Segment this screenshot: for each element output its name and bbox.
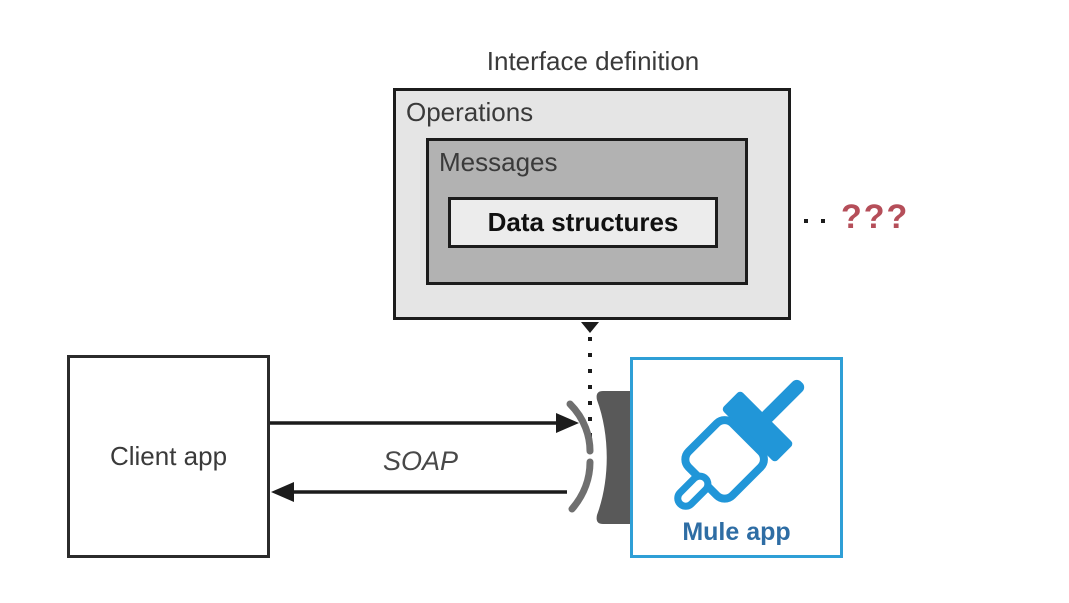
data-structures-label: Data structures: [487, 207, 679, 237]
client-app-box: Client app: [67, 355, 270, 558]
protocol-label: SOAP: [383, 446, 459, 476]
request-arrowhead-icon: [556, 413, 579, 433]
endpoint-plug-curve-top: [566, 400, 594, 455]
diagram-title: Interface definition: [486, 46, 700, 76]
mule-app-label: Mule app: [682, 518, 791, 546]
response-arrowhead-icon: [271, 482, 294, 502]
data-structures-box: Data structures: [448, 197, 718, 248]
operations-label: Operations: [406, 97, 534, 127]
client-app-label: Client app: [109, 441, 228, 471]
mule-app-box: Mule app: [630, 357, 843, 558]
mule-logo-handle: [761, 379, 805, 423]
mule-logo-band: [722, 391, 793, 462]
unknown-marker: ???: [841, 198, 910, 236]
mule-paint-roller-icon: [674, 379, 805, 510]
mule-logo-neck: [674, 472, 712, 510]
endpoint-plug-curve-bottom: [568, 458, 594, 513]
dotted-link-arrowhead: [581, 322, 599, 333]
messages-label: Messages: [439, 147, 558, 177]
operations-box: Operations Messages Data structures: [393, 88, 791, 320]
messages-box: Messages Data structures: [426, 138, 748, 285]
